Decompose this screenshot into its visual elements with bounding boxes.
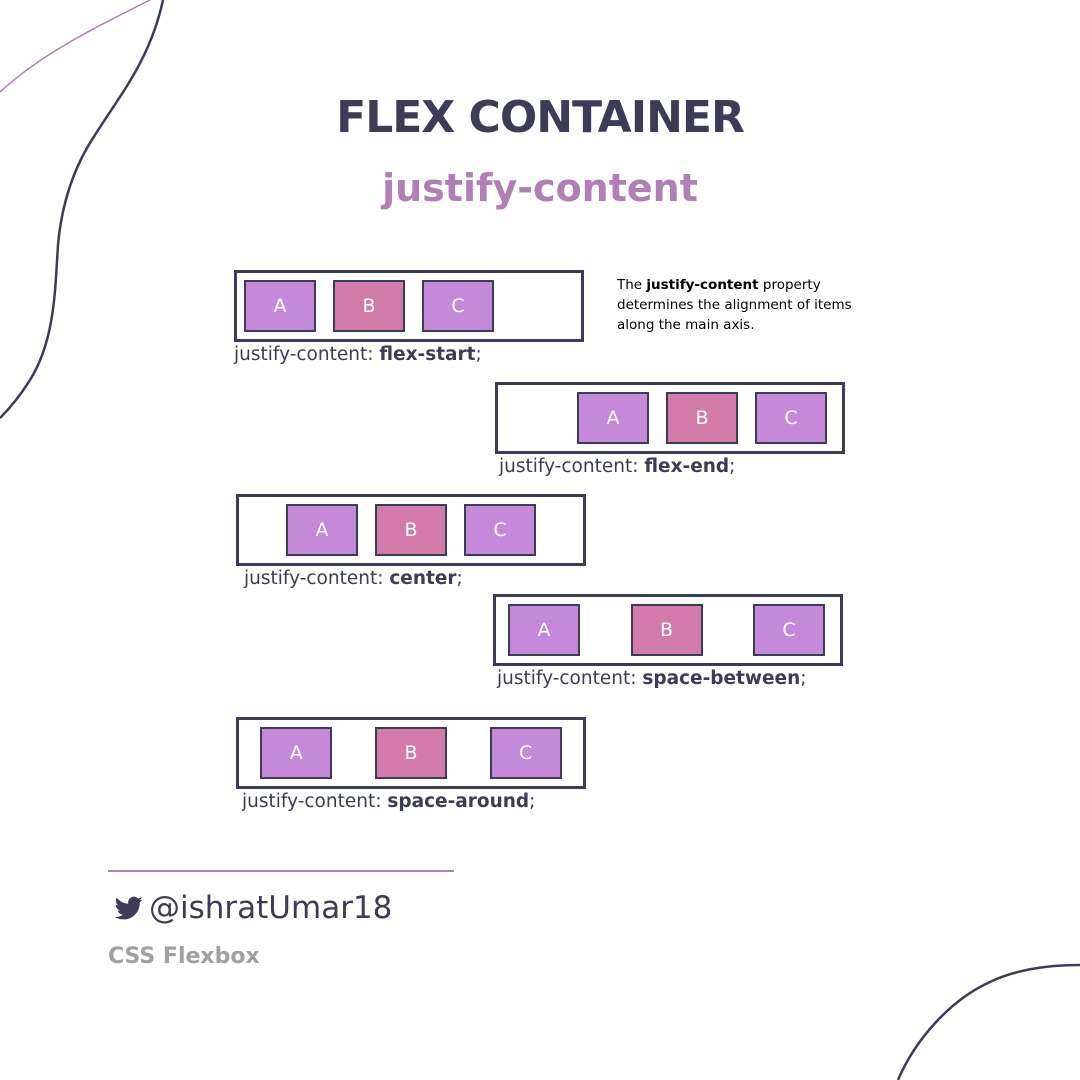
flex-item: B — [375, 504, 447, 556]
top-left-curve — [0, 0, 165, 419]
flex-container-box: A B C — [495, 382, 845, 454]
label-suffix: ; — [475, 344, 482, 365]
label-value: center — [389, 568, 457, 589]
footer-subtitle: CSS Flexbox — [108, 944, 260, 969]
demo-center: A B C justify-content: center; — [236, 494, 586, 589]
flex-item: C — [422, 280, 494, 332]
flex-item: A — [260, 727, 333, 779]
demo-flex-end: A B C justify-content: flex-end; — [495, 382, 845, 477]
flex-container-box: A B C — [493, 594, 843, 666]
page-title: FLEX CONTAINER — [336, 92, 745, 143]
flex-item: B — [333, 280, 405, 332]
demo-label: justify-content: space-around; — [242, 791, 586, 812]
flex-item: B — [630, 604, 703, 656]
label-prefix: justify-content: — [499, 456, 645, 477]
flex-item: C — [464, 504, 536, 556]
demo-label: justify-content: center; — [244, 568, 586, 589]
label-suffix: ; — [529, 791, 536, 812]
label-suffix: ; — [729, 456, 736, 477]
twitter-bird-icon — [114, 896, 143, 920]
label-value: space-around — [387, 791, 530, 812]
label-suffix: ; — [800, 668, 807, 689]
page-subtitle: justify-content — [382, 166, 698, 210]
flex-item: A — [508, 604, 580, 656]
flex-item: A — [286, 504, 358, 556]
demo-label: justify-content: space-between; — [497, 668, 843, 689]
demo-flex-start: A B C justify-content: flex-start; — [234, 270, 584, 365]
bottom-right-curve — [896, 963, 1080, 1080]
description-keyword: justify-content — [646, 277, 759, 293]
flex-container-box: A B C — [236, 717, 586, 789]
flex-item: C — [753, 604, 825, 656]
flex-item: C — [489, 727, 562, 779]
demo-space-around: A B C justify-content: space-around; — [236, 717, 586, 812]
label-value: flex-start — [379, 344, 476, 365]
top-left-thin-curve — [0, 0, 151, 93]
flex-item: A — [244, 280, 316, 332]
label-value: flex-end — [644, 456, 730, 477]
handle-text: @ishratUmar18 — [149, 890, 393, 926]
demo-label: justify-content: flex-start; — [234, 344, 584, 365]
description-text: The justify-content property determines … — [617, 275, 857, 335]
description-before: The — [617, 277, 647, 293]
label-prefix: justify-content: — [497, 668, 643, 689]
twitter-handle[interactable]: @ishratUmar18 — [113, 890, 392, 926]
label-prefix: justify-content: — [234, 344, 380, 365]
label-value: space-between — [642, 668, 801, 689]
demo-label: justify-content: flex-end; — [499, 456, 845, 477]
demo-space-between: A B C justify-content: space-between; — [493, 594, 843, 689]
flex-item: A — [577, 392, 649, 444]
flex-container-box: A B C — [234, 270, 584, 342]
label-prefix: justify-content: — [244, 568, 390, 589]
label-prefix: justify-content: — [242, 791, 388, 812]
flex-item: B — [666, 392, 738, 444]
footer-divider — [108, 870, 454, 872]
label-suffix: ; — [456, 568, 463, 589]
flex-container-box: A B C — [236, 494, 586, 566]
flex-item: B — [374, 727, 447, 779]
flex-item: C — [755, 392, 827, 444]
description-after: property determines the alignment of ite… — [617, 277, 852, 333]
